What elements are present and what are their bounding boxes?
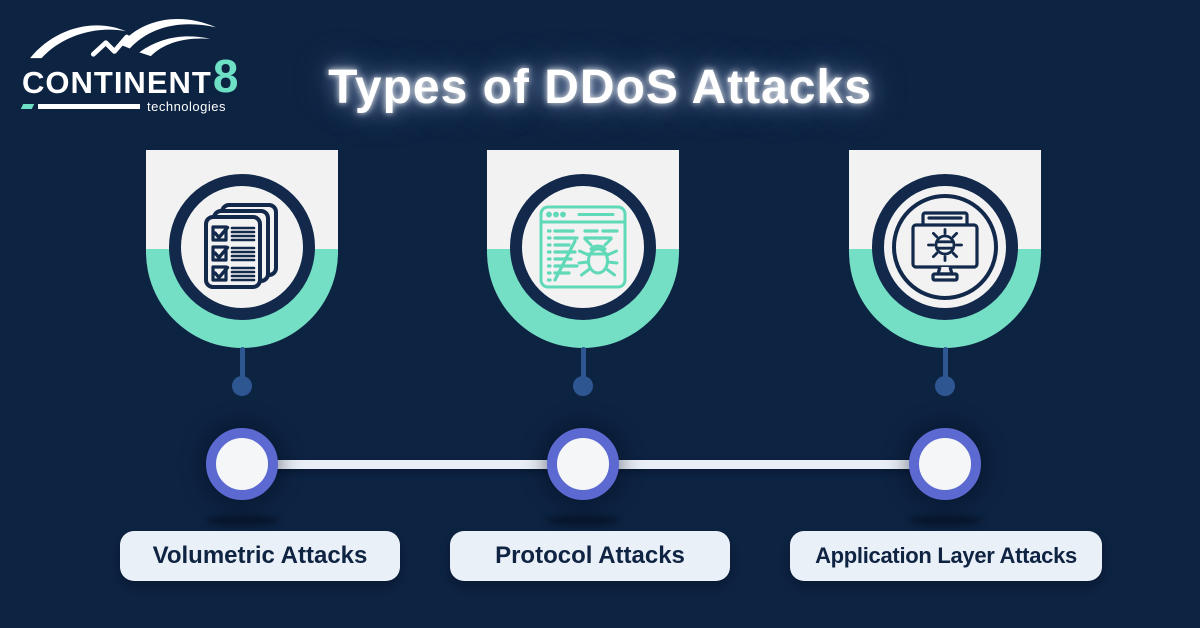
badge-circle — [510, 174, 656, 320]
connector-stem — [580, 347, 586, 380]
badge-circle — [872, 174, 1018, 320]
shield-badge — [487, 150, 679, 348]
checklist-documents-icon — [204, 203, 278, 289]
node-shadow — [546, 515, 620, 526]
node-shadow — [908, 515, 982, 526]
page-title: Types of DDoS Attacks — [328, 61, 872, 114]
timeline-node-protocol — [547, 428, 619, 500]
timeline-node-volumetric — [206, 428, 278, 500]
browser-code-bug-icon — [539, 205, 627, 289]
monitor-bug-icon — [911, 211, 979, 282]
inner-ring — [892, 194, 998, 300]
logo-divider-bar — [38, 103, 140, 109]
node-shadow — [205, 515, 279, 526]
badge-circle — [169, 174, 315, 320]
connector-stem — [942, 347, 948, 380]
label-volumetric-attacks: Volumetric Attacks — [120, 531, 400, 581]
timeline-node-application — [909, 428, 981, 500]
connector-dot — [573, 376, 593, 396]
logo-subtitle: technologies — [147, 98, 226, 114]
label-application-layer-attacks: Application Layer Attacks — [790, 531, 1102, 581]
connector-stem — [239, 347, 245, 380]
connector-dot — [232, 376, 252, 396]
connector-dot — [935, 376, 955, 396]
label-protocol-attacks: Protocol Attacks — [450, 531, 730, 581]
shield-badge — [146, 150, 338, 348]
continent8-logo: CONTINENT 8 technologies — [20, 14, 238, 114]
bird-swoosh-icon — [30, 19, 216, 59]
logo-number-eight: 8 — [212, 50, 239, 102]
logo-brand-text: CONTINENT — [22, 65, 212, 101]
shield-badge — [849, 150, 1041, 348]
